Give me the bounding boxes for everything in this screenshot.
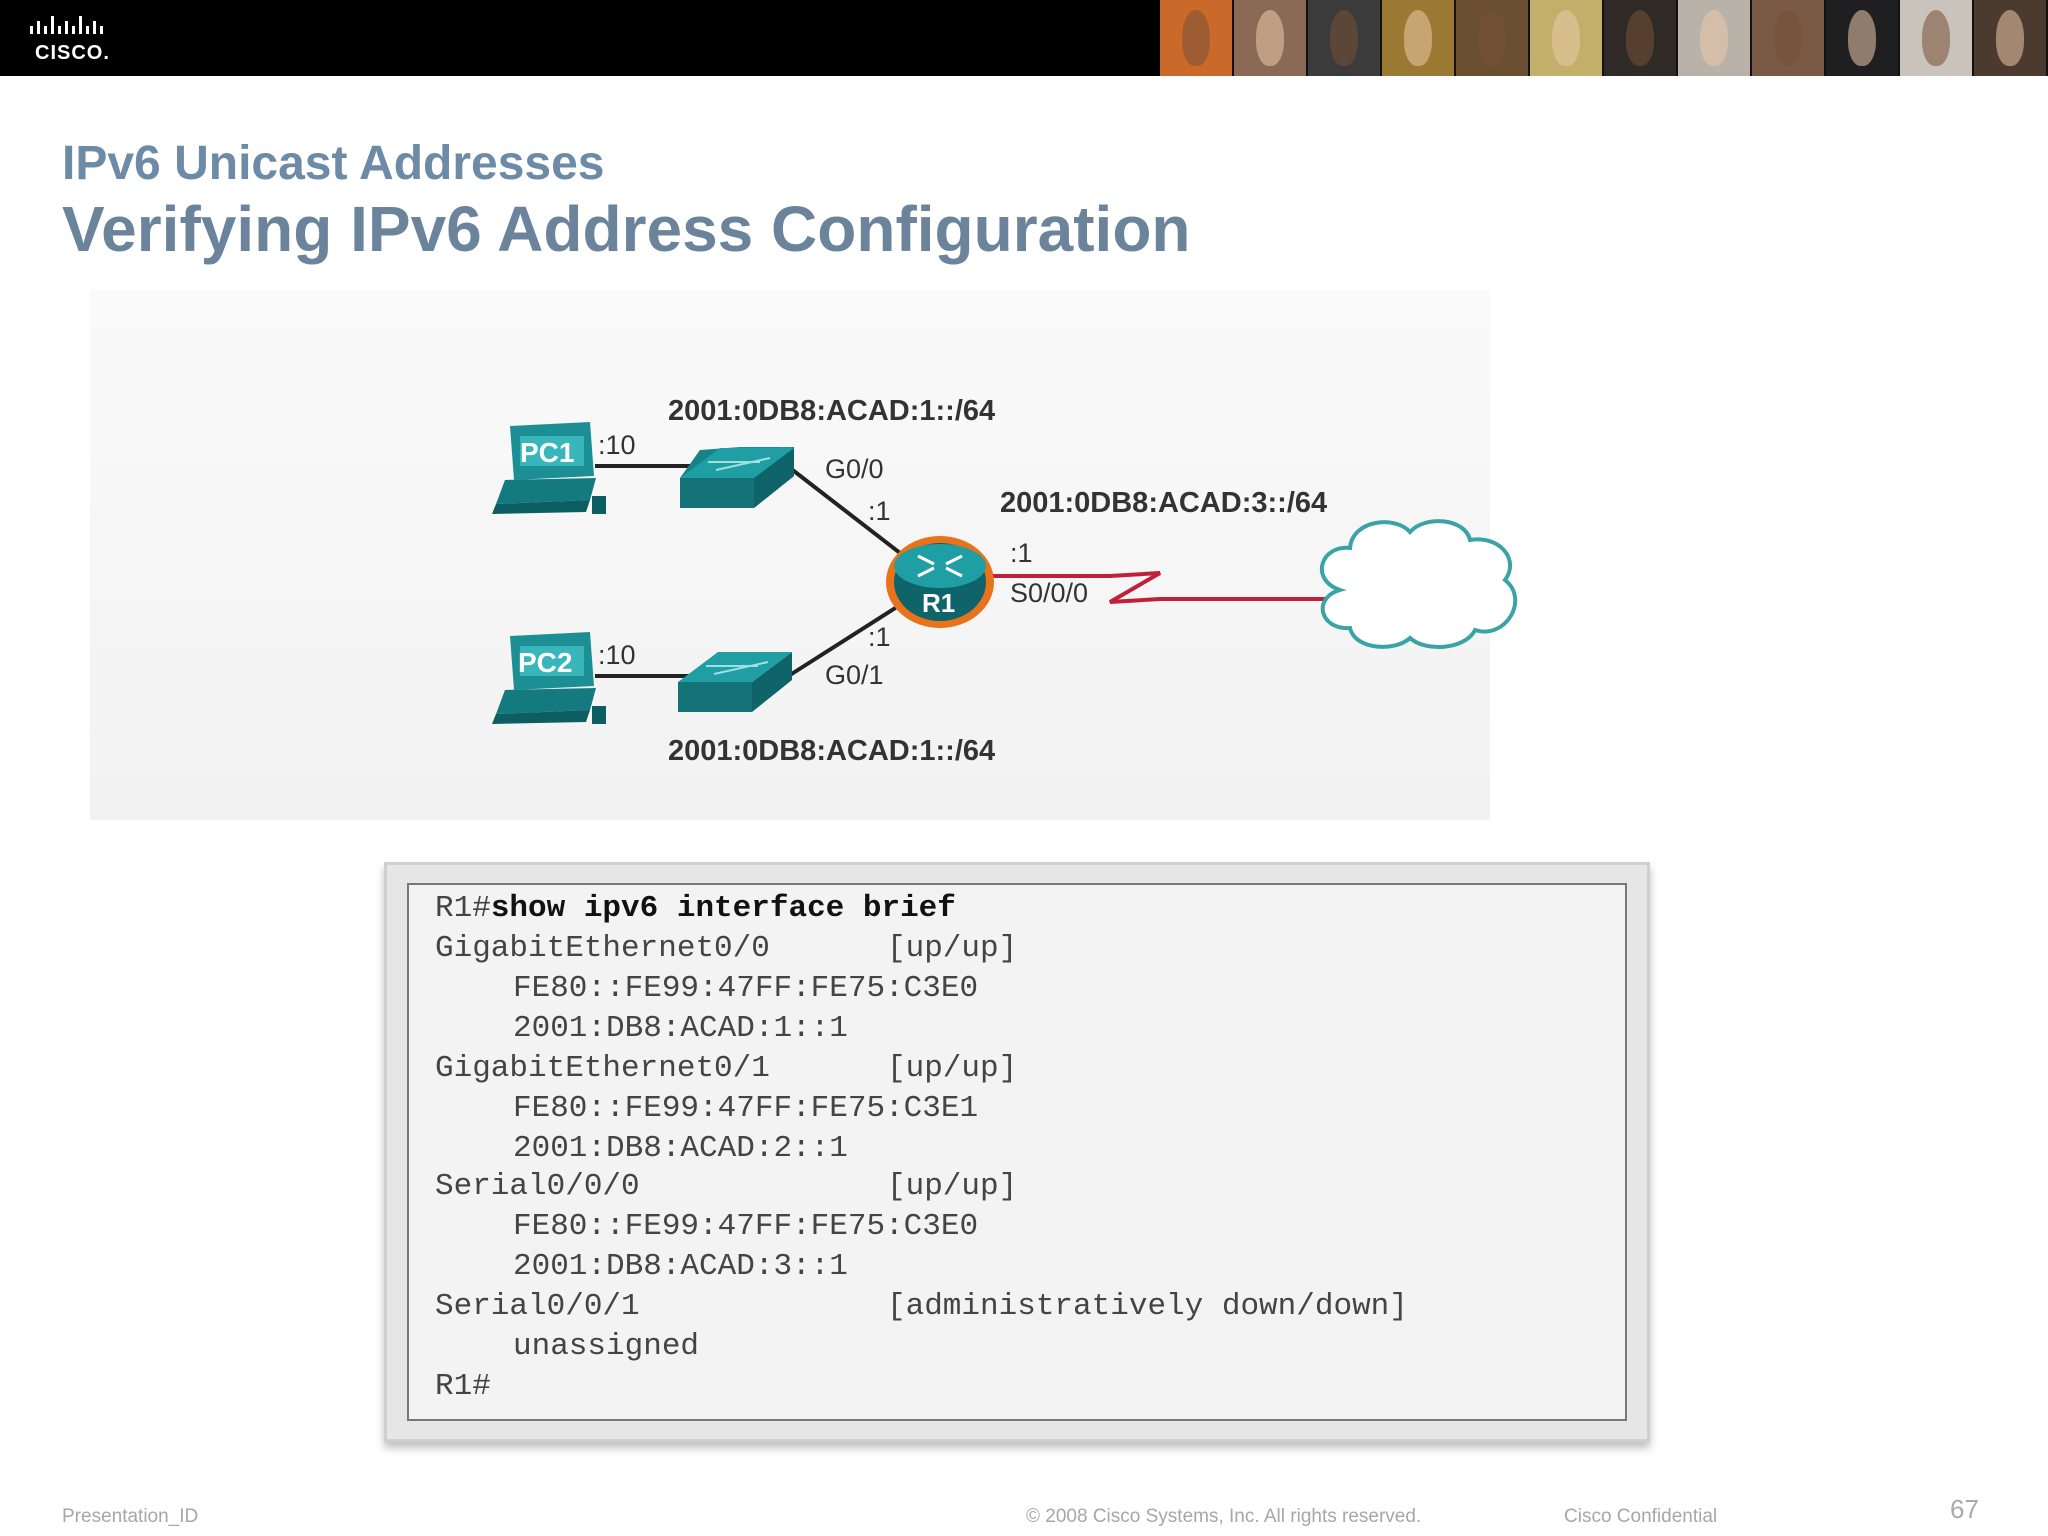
header-photo xyxy=(1752,0,1826,76)
interface-g01-host: :1 xyxy=(868,622,891,652)
cli-address: FE80::FE99:47FF:FE75:C3E0 xyxy=(513,1209,979,1244)
header-photo xyxy=(1308,0,1382,76)
cli-interface-status: [up/up] xyxy=(887,1169,1018,1204)
person-photo-icon xyxy=(1847,10,1877,66)
cli-interface-status: [up/up] xyxy=(887,931,1018,966)
header-photo xyxy=(1530,0,1604,76)
cli-address: 2001:DB8:ACAD:2::1 xyxy=(513,1131,848,1166)
interface-s000-host: :1 xyxy=(1010,538,1033,568)
switch2-icon[interactable] xyxy=(678,652,792,712)
cli-interface-name: Serial0/0/1 xyxy=(435,1289,640,1324)
cli-interface-status: [administratively down/down] xyxy=(887,1289,1408,1324)
header-photo-strip xyxy=(1160,0,2048,76)
pc1-host-id: :10 xyxy=(598,430,636,460)
header-photo xyxy=(1382,0,1456,76)
cli-interface-name: Serial0/0/0 xyxy=(435,1169,640,1204)
cli-command: show ipv6 interface brief xyxy=(490,891,956,926)
cli-interface-name: GigabitEthernet0/1 xyxy=(435,1051,770,1086)
pc2-label: PC2 xyxy=(518,647,572,678)
topology-background xyxy=(90,290,1490,820)
cli-address: unassigned xyxy=(513,1329,700,1364)
link-r1-cloud-serial xyxy=(990,571,1330,604)
footer-confidential: Cisco Confidential xyxy=(1564,1506,1718,1527)
header-bar: CISCO. xyxy=(0,0,2048,76)
router-r1-icon[interactable] xyxy=(886,536,994,628)
network-label-right: 2001:0DB8:ACAD:3::/64 xyxy=(1000,487,1327,519)
person-photo-icon xyxy=(1329,10,1359,66)
interface-g01-label: G0/1 xyxy=(825,660,884,690)
cisco-logo-icon xyxy=(30,16,103,34)
header-photo xyxy=(1456,0,1530,76)
person-photo-icon xyxy=(1773,10,1803,66)
pc1-icon[interactable] xyxy=(492,422,606,514)
interface-g00-host: :1 xyxy=(868,496,891,526)
cli-output-panel: R1#show ipv6 interface brief GigabitEthe… xyxy=(384,862,1650,1442)
cli-address: 2001:DB8:ACAD:1::1 xyxy=(513,1011,848,1046)
network-label-top: 2001:0DB8:ACAD:1::/64 xyxy=(668,395,995,427)
link-switch1-r1 xyxy=(788,466,902,555)
header-photo xyxy=(1826,0,1900,76)
cli-command-line: R1#show ipv6 interface brief xyxy=(435,891,956,926)
pc2-icon[interactable] xyxy=(492,632,606,724)
pc1-label: PC1 xyxy=(520,437,574,468)
slide-title: Verifying IPv6 Address Configuration xyxy=(62,193,1191,265)
person-photo-icon xyxy=(1699,10,1729,66)
cisco-logo-text: CISCO. xyxy=(35,42,110,64)
cli-interface-status: [up/up] xyxy=(887,1051,1018,1086)
footer-presentation-id: Presentation_ID xyxy=(62,1506,199,1527)
cli-prompt: R1# xyxy=(435,891,491,926)
person-photo-icon xyxy=(1625,10,1655,66)
interface-g00-label: G0/0 xyxy=(825,454,884,484)
cli-address: 2001:DB8:ACAD:3::1 xyxy=(513,1249,848,1284)
network-label-bottom: 2001:0DB8:ACAD:1::/64 xyxy=(668,735,995,767)
person-photo-icon xyxy=(1921,10,1951,66)
person-photo-icon xyxy=(1477,10,1507,66)
header-photo xyxy=(1160,0,1234,76)
interface-s000-label: S0/0/0 xyxy=(1010,578,1088,608)
header-photo xyxy=(1234,0,1308,76)
footer-copyright: © 2008 Cisco Systems, Inc. All rights re… xyxy=(1026,1506,1422,1527)
person-photo-icon xyxy=(1181,10,1211,66)
page-number: 67 xyxy=(1950,1494,1979,1524)
topology-diagram: PC1 :10 PC2 :10 R1 2001:0DB8:ACAD:1 xyxy=(492,395,1518,767)
cli-interface-name: GigabitEthernet0/0 xyxy=(435,931,770,966)
cli-address: FE80::FE99:47FF:FE75:C3E0 xyxy=(513,971,979,1006)
header-photo xyxy=(1604,0,1678,76)
header-photo xyxy=(1974,0,2048,76)
cli-address: FE80::FE99:47FF:FE75:C3E1 xyxy=(513,1091,979,1126)
person-photo-icon xyxy=(1551,10,1581,66)
switch1-icon[interactable] xyxy=(680,447,794,508)
link-switch2-r1 xyxy=(788,603,902,677)
header-photo xyxy=(1678,0,1752,76)
slide-kicker: IPv6 Unicast Addresses xyxy=(62,137,605,190)
cloud-icon xyxy=(1319,519,1518,649)
router-r1-label: R1 xyxy=(922,588,955,618)
person-photo-icon xyxy=(1995,10,2025,66)
cli-end-prompt: R1# xyxy=(435,1369,491,1404)
pc2-host-id: :10 xyxy=(598,640,636,670)
cli-output-box: R1#show ipv6 interface brief GigabitEthe… xyxy=(407,883,1627,1421)
person-photo-icon xyxy=(1403,10,1433,66)
header-photo xyxy=(1900,0,1974,76)
person-photo-icon xyxy=(1255,10,1285,66)
